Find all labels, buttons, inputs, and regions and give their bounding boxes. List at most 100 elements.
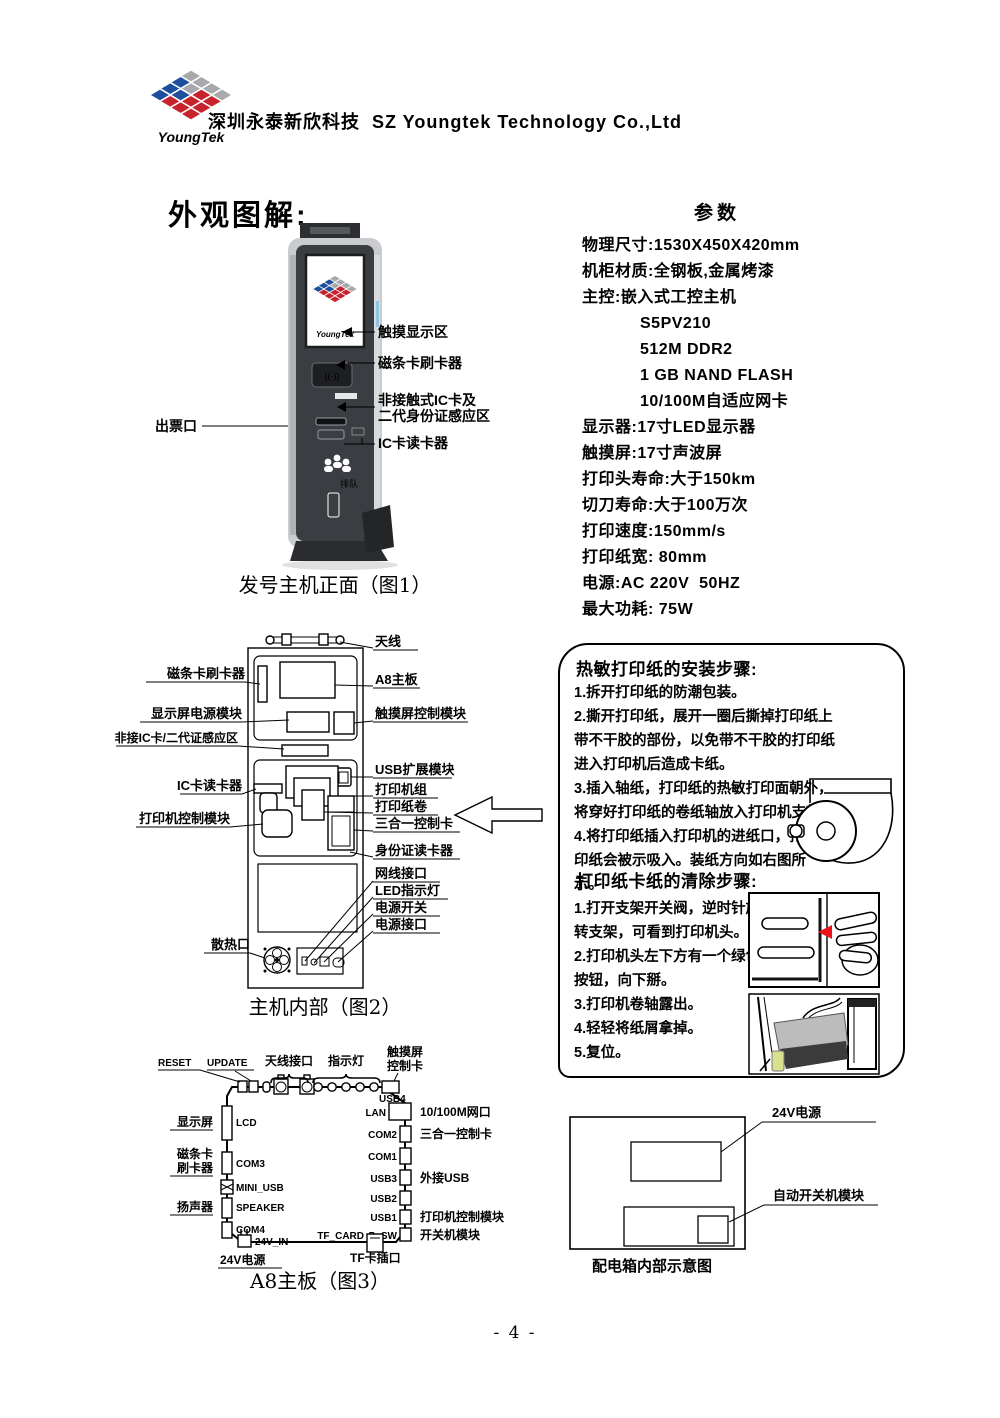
pb-label-psu: 24V电源: [772, 1105, 821, 1120]
f3-label: MINI_USB: [236, 1183, 284, 1194]
jam-step: 5.复位。: [574, 1045, 630, 1061]
f3-label: 触摸屏: [387, 1044, 423, 1059]
psu-24v: [630, 1141, 722, 1182]
f3-label: COM4: [236, 1225, 265, 1236]
f3-label: USB3: [370, 1174, 397, 1185]
spec-line: 512M DDR2: [640, 341, 733, 358]
printer-inside-illustration: [748, 993, 880, 1075]
kiosk-front-graphic: 排队: [324, 454, 358, 518]
connector-panel: [296, 947, 345, 975]
figure1-kiosk: YoungTek ((·)) 排队 触摸显示区 磁条卡刷卡器: [155, 223, 490, 597]
f2-label: 网线接口: [375, 866, 427, 881]
spec-line: S5PV210: [640, 315, 712, 332]
usb3-connector: [399, 1169, 412, 1186]
jam-step: 3.打印机卷轴露出。: [574, 997, 703, 1013]
f2-label: 天线: [375, 634, 401, 649]
f3-label: 控制卡: [387, 1058, 423, 1073]
f3-label: TF卡插口: [350, 1250, 401, 1265]
powerbox-outline: [569, 1116, 746, 1250]
label-touch-area: 触摸显示区: [377, 324, 448, 340]
f3-label: 磁条卡: [176, 1146, 213, 1161]
com1-connector: [399, 1147, 412, 1165]
f2-label: 打印纸卷: [375, 799, 428, 814]
contactless-part: [281, 744, 329, 757]
page-number: - 4 -: [493, 1323, 537, 1343]
spec-line: 10/100M自适应网卡: [640, 393, 789, 410]
spec-line: 主控:嵌入式工控主机: [582, 289, 737, 306]
f3-label: 开关机模块: [420, 1227, 481, 1242]
kiosk-screen-brand: YoungTek: [316, 330, 355, 339]
spec-line: 切刀寿命:大于100万次: [582, 497, 749, 514]
speaker-connector: [221, 1197, 233, 1219]
spec-line: 1 GB NAND FLASH: [640, 367, 794, 384]
spec-line: 打印头寿命:大于150km: [582, 471, 756, 488]
spec-line: 物理尺寸:1530X450X420mm: [582, 237, 800, 254]
jam-step: 1.打开支架开关阀，逆时针旋转支架，可看到打印机头。: [574, 901, 761, 941]
f2-label: 非接IC卡/二代证感应区: [115, 730, 238, 745]
lan-connector: [388, 1102, 412, 1121]
f3-label: COM2: [368, 1130, 397, 1141]
red-button-arrow: [818, 925, 832, 939]
touch-ctrl-part: [333, 711, 355, 735]
reset-connector: [237, 1080, 248, 1093]
label-contactless-2: 二代身份证感应区: [378, 408, 490, 424]
tf-card-connector: [366, 1233, 384, 1253]
f3-label: COM3: [236, 1159, 265, 1170]
company-logo: YoungTek: [149, 69, 233, 145]
f3-label: 24V_IN: [255, 1237, 288, 1248]
print-paper-panel: 热敏打印纸的安装步骤: 1.拆开打印纸的防潮包装。 2.撕开打印纸，展开一圈后撕…: [558, 643, 905, 1078]
lcd-connector: [221, 1105, 233, 1141]
usb2-connector: [399, 1190, 412, 1206]
com2-connector: [399, 1125, 412, 1143]
spec-line: 最大功耗: 75W: [582, 601, 694, 618]
jam-step: 4.轻轻将纸屑拿掉。: [574, 1021, 703, 1037]
f3-label: 10/100M网口: [420, 1105, 491, 1119]
antenna-connectors: [273, 1074, 315, 1095]
f2-label: 打印机组: [375, 782, 427, 797]
f3-label: 刷卡器: [177, 1160, 214, 1175]
f2-label: 三合一控制卡: [375, 816, 453, 831]
f3-label: USB4: [379, 1094, 406, 1105]
antenna: [265, 633, 345, 646]
f2-label: 散热口: [211, 937, 250, 952]
f2-label: 身份证读卡器: [375, 843, 454, 858]
f3-label: 天线接口: [265, 1053, 313, 1068]
install-step: 2.撕开打印纸，展开一圈后撕掉打印纸上带不干胶的部份，以免带不干胶的打印纸进入打…: [574, 709, 835, 773]
install-step: 1.拆开打印纸的防潮包装。: [574, 685, 746, 701]
powerbox-caption: 配电箱内部示意图: [592, 1257, 712, 1275]
f2-label: IC卡读卡器: [177, 778, 243, 793]
usb1-connector: [399, 1209, 412, 1225]
printer-ctrl-part: [261, 809, 293, 838]
spec-line: 机柜材质:全钢板,金属烤漆: [582, 263, 775, 280]
update-connector: [248, 1080, 259, 1093]
f3-label: USB2: [370, 1194, 397, 1205]
figure2-caption: 主机内部（图2）: [249, 995, 402, 1019]
f3-label: LAN: [365, 1108, 386, 1119]
com3-connector: [221, 1151, 233, 1175]
f3-label: UPDATE: [207, 1058, 248, 1069]
auto-switch-module: [697, 1215, 729, 1244]
usb4-connector: [381, 1080, 400, 1094]
f2-label: 电源开关: [375, 900, 427, 915]
label-mag-reader: 磁条卡刷卡器: [378, 355, 463, 371]
f3-label: 外接USB: [420, 1170, 470, 1185]
kiosk-contactless-slot: [335, 393, 357, 399]
paper-roll-part: [301, 789, 325, 821]
v24-connector: [237, 1229, 252, 1248]
section-title: 外观图解:: [168, 200, 309, 232]
display-psu-part: [286, 711, 330, 733]
fan: [263, 946, 291, 974]
powerbox-diagram: 24V电源 自动开关机模块 配电箱内部示意图: [569, 1105, 878, 1275]
install-step: 4.将打印纸插入打印机的进纸口，打印纸会被示吸入。装纸方向如右图所示。: [574, 829, 806, 893]
f3-label: TF_CARD: [317, 1231, 364, 1242]
jam-step: 2.打印机头左下方有一个绿色按钮，向下掰。: [574, 949, 761, 989]
kiosk-ticket-slot: [315, 417, 347, 426]
f3-label: 三合一控制卡: [420, 1126, 492, 1141]
f2-label: LED指示灯: [375, 883, 440, 898]
specs-block: 参数 物理尺寸:1530X450X420mm 机柜材质:全钢板,金属烤漆 主控:…: [582, 198, 902, 623]
spec-line: 打印纸宽: 80mm: [582, 549, 708, 566]
jam-title: 打印纸卡纸的清除步骤:: [576, 872, 758, 891]
f3-label: USB1: [370, 1213, 397, 1224]
f3-label: COM1: [368, 1152, 397, 1163]
switch-board: [623, 1206, 735, 1247]
